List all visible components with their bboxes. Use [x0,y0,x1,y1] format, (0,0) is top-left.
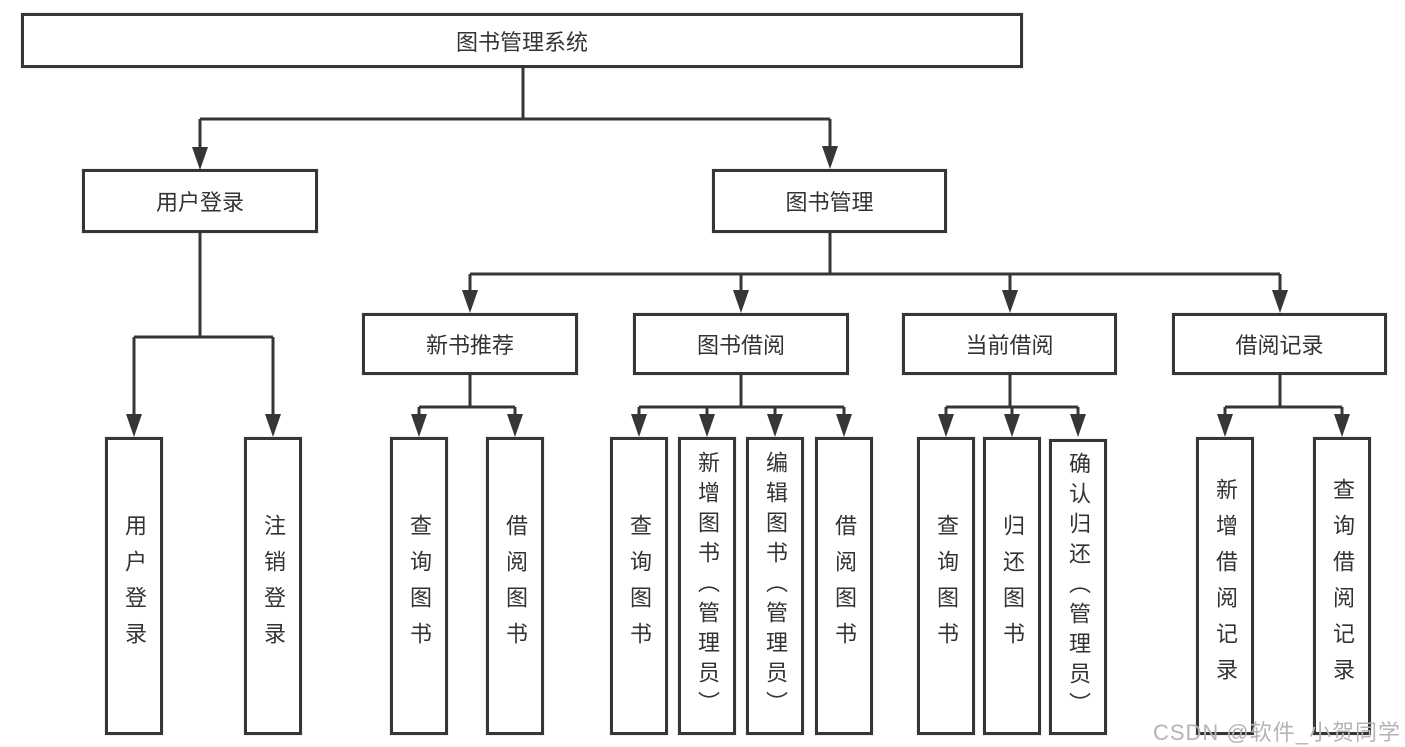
leaf-logout: 注销登录 [244,437,302,735]
arrowhead-book-borrowing [733,290,749,313]
leaf-borrow-books-recommend: 借阅图书 [486,437,544,735]
leaf-borrow-books-borrowing: 借阅图书 [815,437,873,735]
arrowhead-leaf-query-record [1334,414,1350,437]
node-borrowing-records: 借阅记录 [1172,313,1387,375]
arrowhead-leaf-query-books-2 [631,414,647,437]
node-user-login-branch: 用户登录 [82,169,318,233]
arrowhead-leaf-return-books [1004,414,1020,437]
leaf-user-login: 用户登录 [105,437,163,735]
node-book-management: 图书管理 [712,169,947,233]
arrowhead-leaf-borrow-books-2 [836,414,852,437]
leaf-add-books-admin: 新增图书（管理员） [678,437,736,735]
arrowhead-current-borrowing [1002,290,1018,313]
leaf-query-books-borrowing: 查询图书 [610,437,668,735]
connector-records-group [1223,375,1344,422]
connector-root-to-level2 [198,68,832,155]
leaf-add-borrow-record: 新增借阅记录 [1196,437,1254,735]
leaf-query-books-recommend: 查询图书 [390,437,448,735]
csdn-watermark: CSDN @软件_小贺同学 [1152,720,1401,745]
leaf-edit-books-admin: 编辑图书（管理员） [746,437,804,735]
connector-user-login-group [132,233,275,422]
leaf-confirm-return-admin: 确认归还（管理员） [1049,439,1107,735]
node-new-book-recommendation: 新书推荐 [362,313,578,375]
arrowhead-leaf-user-login [126,414,142,437]
arrowhead-leaf-confirm-return [1070,414,1086,437]
arrowhead-book-management [822,146,838,169]
node-book-borrowing: 图书借阅 [633,313,849,375]
leaf-return-books: 归还图书 [983,437,1041,735]
arrowhead-leaf-query-books-3 [938,414,954,437]
arrowhead-new-book-recommendation [462,290,478,313]
connector-recommendation-group [417,375,517,422]
arrowhead-leaf-query-books-1 [411,414,427,437]
arrowhead-borrowing-records [1272,290,1288,313]
arrowhead-leaf-add-books [699,414,715,437]
arrowhead-leaf-logout [265,414,281,437]
node-current-borrowing: 当前借阅 [902,313,1117,375]
arrowhead-user-login [192,147,208,170]
node-library-management-system: 图书管理系统 [21,13,1023,68]
leaf-query-books-current: 查询图书 [917,437,975,735]
leaf-query-borrow-record: 查询借阅记录 [1313,437,1371,735]
connector-book-management-group [468,233,1282,298]
arrowhead-leaf-borrow-books-1 [507,414,523,437]
arrowhead-leaf-add-record [1217,414,1233,437]
connector-borrowing-group [637,375,846,422]
arrowhead-leaf-edit-books [767,414,783,437]
